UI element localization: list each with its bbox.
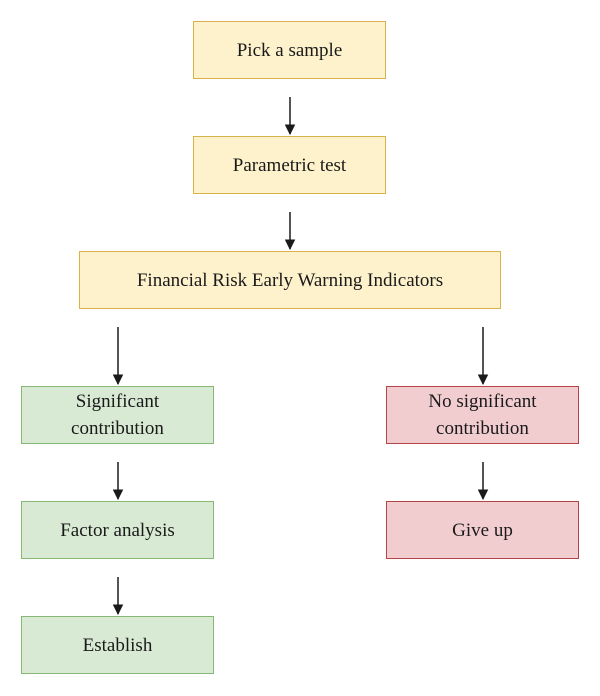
node-parametric-test: Parametric test: [193, 136, 386, 194]
node-significant-contribution: Significant contribution: [21, 386, 214, 444]
node-factor-analysis: Factor analysis: [21, 501, 214, 559]
node-significant-contribution-label: Significant contribution: [71, 391, 164, 439]
node-give-up: Give up: [386, 501, 579, 559]
node-risk-indicators-label: Financial Risk Early Warning Indicators: [136, 269, 444, 291]
node-pick-a-sample: Pick a sample: [193, 21, 386, 79]
node-pick-a-sample-label: Pick a sample: [236, 39, 343, 61]
node-establish-label: Establish: [82, 634, 153, 656]
node-no-significant-contribution: No significant contribution: [386, 386, 579, 444]
node-give-up-label: Give up: [452, 519, 513, 541]
node-parametric-test-label: Parametric test: [232, 154, 347, 176]
node-factor-analysis-label: Factor analysis: [60, 519, 175, 541]
node-no-significant-contribution-label: No significant contribution: [428, 391, 537, 439]
node-risk-indicators: Financial Risk Early Warning Indicators: [79, 251, 501, 309]
node-establish: Establish: [21, 616, 214, 674]
